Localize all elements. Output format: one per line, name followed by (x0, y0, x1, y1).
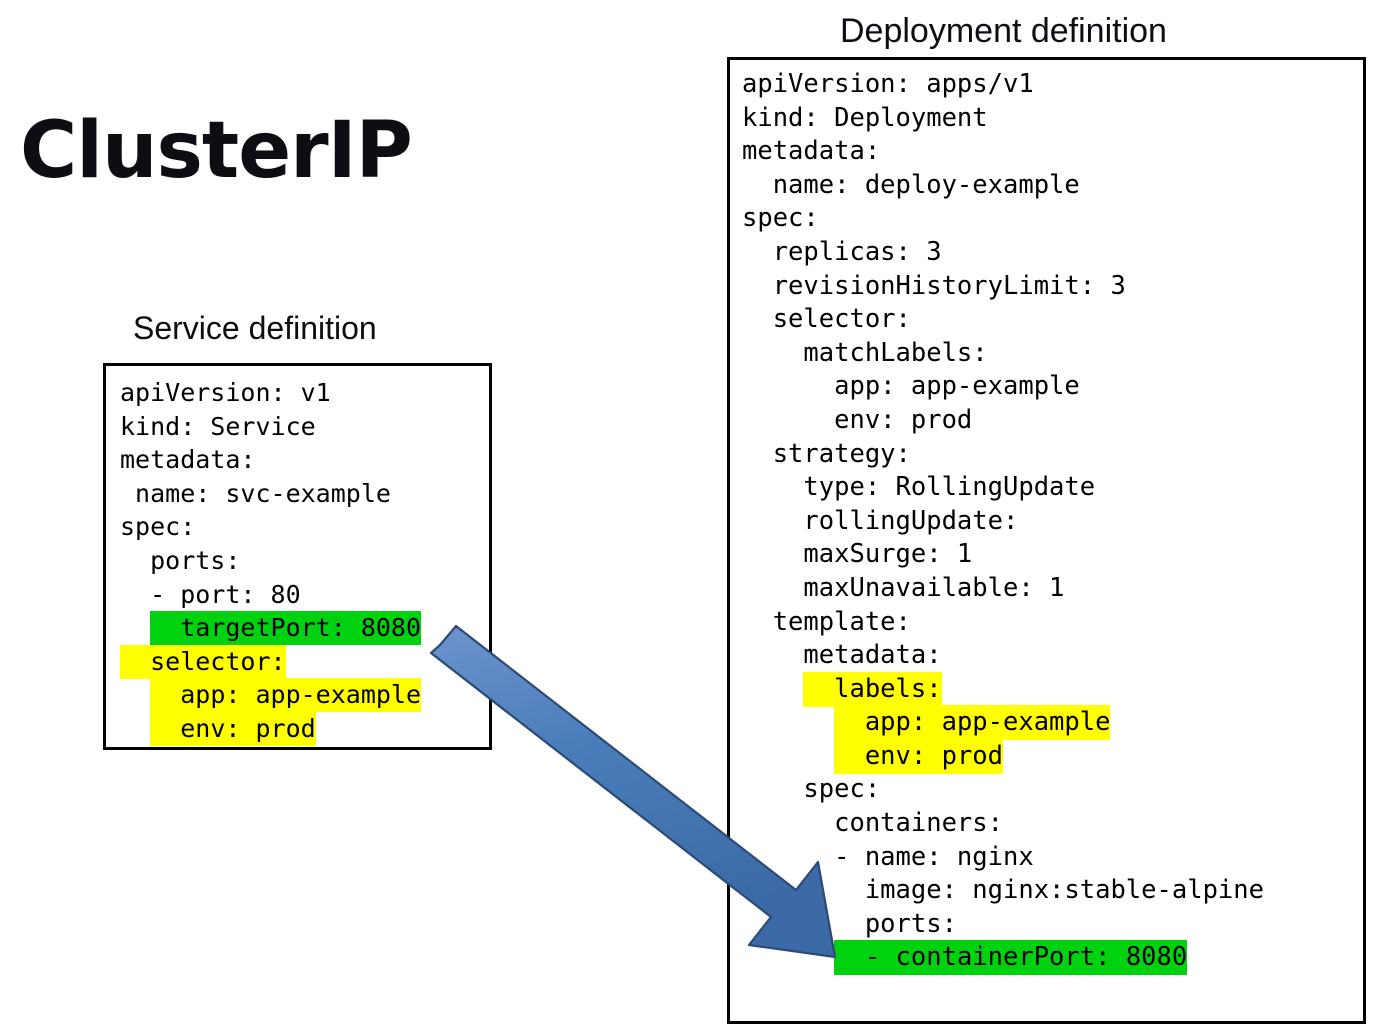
yaml-highlight-yellow: env: prod (150, 711, 316, 746)
yaml-text: spec: (742, 203, 819, 234)
yaml-line: maxUnavailable: 1 (742, 572, 1264, 606)
yaml-line: targetPort: 8080 (120, 611, 422, 646)
yaml-text: metadata: (120, 445, 256, 475)
yaml-line: maxSurge: 1 (742, 538, 1264, 572)
yaml-text: rollingUpdate: (742, 505, 1019, 536)
yaml-text: containers: (742, 808, 1003, 839)
yaml-line: matchLabels: (742, 337, 1264, 371)
yaml-highlight-yellow: selector: (120, 644, 286, 679)
yaml-indent (742, 739, 834, 774)
yaml-text: template: (742, 606, 911, 637)
yaml-line: type: RollingUpdate (742, 471, 1264, 505)
yaml-indent (742, 940, 834, 975)
yaml-line: - name: nginx (742, 841, 1264, 875)
yaml-indent (120, 611, 150, 645)
yaml-text: apiVersion: apps/v1 (742, 69, 1034, 99)
yaml-text: spec: (742, 774, 881, 805)
service-yaml-code: apiVersion: v1 kind: Service metadata: nam… (120, 376, 422, 746)
yaml-line: kind: Deployment (742, 102, 1264, 136)
yaml-text: maxUnavailable: 1 (742, 572, 1065, 603)
yaml-line: env: prod (742, 404, 1264, 438)
yaml-line: metadata: (742, 135, 1264, 169)
yaml-line: strategy: (742, 438, 1264, 472)
yaml-text: type: RollingUpdate (742, 472, 1096, 503)
yaml-text: metadata: (742, 136, 881, 167)
yaml-text: selector: (742, 304, 911, 335)
yaml-indent (742, 672, 803, 707)
yaml-text: replicas: 3 (742, 236, 942, 267)
yaml-line: image: nginx:stable-alpine (742, 874, 1264, 908)
yaml-line: name: svc-example (120, 477, 421, 511)
yaml-highlight-yellow: env: prod (834, 738, 1004, 774)
yaml-indent (742, 705, 834, 740)
yaml-line: apiVersion: v1 (120, 376, 421, 410)
yaml-line: app: app-example (120, 678, 422, 713)
yaml-line: rollingUpdate: (742, 505, 1264, 539)
yaml-line: spec: (742, 202, 1264, 236)
yaml-line: app: app-example (742, 705, 1264, 741)
yaml-text: ports: (120, 545, 241, 575)
yaml-text: name: deploy-example (742, 169, 1080, 200)
deployment-definition-caption: Deployment definition (840, 12, 1167, 50)
yaml-highlight-green: targetPort: 8080 (150, 611, 422, 646)
yaml-line: name: deploy-example (742, 169, 1264, 203)
yaml-highlight-yellow: app: app-example (834, 705, 1111, 741)
yaml-text: maxSurge: 1 (742, 539, 973, 570)
yaml-line: revisionHistoryLimit: 3 (742, 270, 1264, 304)
yaml-line: labels: (742, 671, 1264, 707)
yaml-line: ports: (742, 908, 1264, 942)
yaml-text: revisionHistoryLimit: 3 (742, 270, 1126, 301)
yaml-line: app: app-example (742, 370, 1264, 404)
yaml-text: ports: (742, 908, 957, 939)
yaml-line: - port: 80 (120, 578, 421, 612)
yaml-line: template: (742, 606, 1264, 640)
yaml-highlight-yellow: labels: (803, 671, 942, 707)
yaml-line: spec: (120, 510, 421, 544)
yaml-line: - containerPort: 8080 (742, 940, 1264, 976)
yaml-text: strategy: (742, 438, 911, 469)
yaml-line: ports: (120, 544, 421, 578)
yaml-text: env: prod (742, 404, 973, 435)
page-title: ClusterIP (20, 106, 413, 196)
yaml-line: env: prod (120, 711, 421, 746)
yaml-text: - name: nginx (742, 841, 1034, 872)
yaml-line: metadata: (120, 443, 421, 477)
yaml-line: kind: Service (120, 410, 421, 444)
yaml-line: spec: (742, 773, 1264, 807)
yaml-line: selector: (742, 303, 1264, 337)
yaml-indent (120, 712, 150, 746)
service-definition-box: apiVersion: v1 kind: Service metadata: nam… (103, 363, 492, 750)
service-definition-caption: Service definition (133, 310, 377, 346)
yaml-line: selector: (120, 644, 421, 679)
yaml-indent (120, 678, 150, 712)
yaml-text: matchLabels: (742, 337, 988, 368)
yaml-line: apiVersion: apps/v1 (742, 68, 1264, 102)
yaml-text: spec: (120, 512, 196, 542)
yaml-line: containers: (742, 807, 1264, 841)
yaml-text: - port: 80 (120, 579, 301, 609)
yaml-line: metadata: (742, 639, 1264, 673)
yaml-highlight-green: - containerPort: 8080 (834, 940, 1188, 976)
yaml-text: name: svc-example (120, 478, 391, 508)
yaml-line: replicas: 3 (742, 236, 1264, 270)
yaml-text: app: app-example (742, 371, 1080, 402)
yaml-highlight-yellow: app: app-example (150, 678, 422, 713)
yaml-line: env: prod (742, 738, 1264, 774)
yaml-text: metadata: (742, 640, 942, 671)
yaml-text: kind: Service (120, 411, 316, 441)
yaml-text: kind: Deployment (742, 102, 988, 133)
yaml-text: image: nginx:stable-alpine (742, 875, 1264, 906)
yaml-text: apiVersion: v1 (120, 378, 331, 407)
